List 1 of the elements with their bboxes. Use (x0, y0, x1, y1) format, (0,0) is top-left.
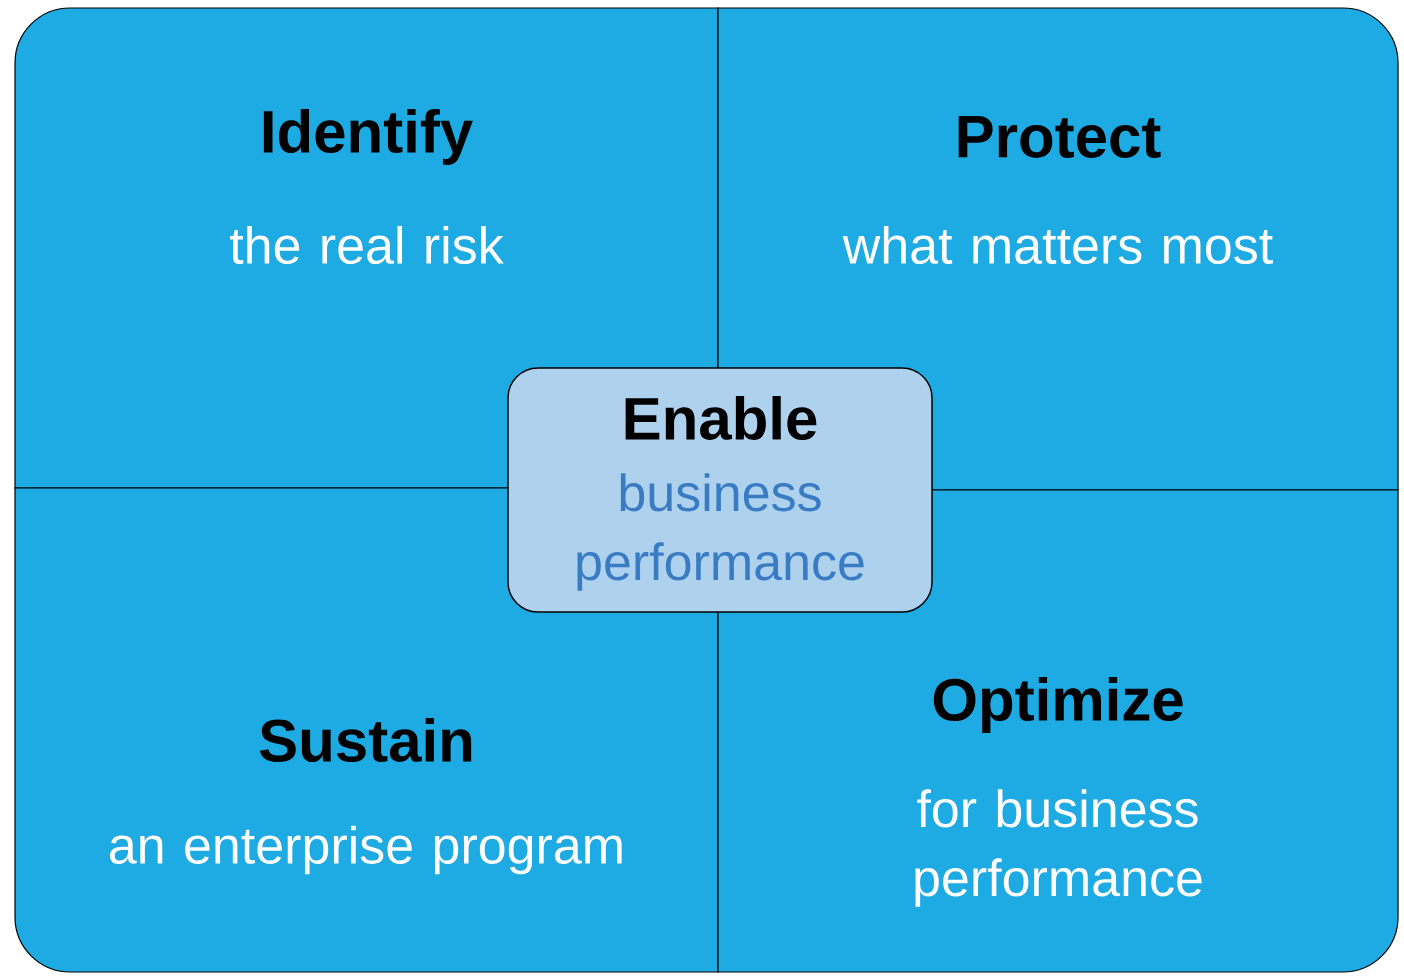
center-box: Enable business performance (507, 367, 933, 613)
